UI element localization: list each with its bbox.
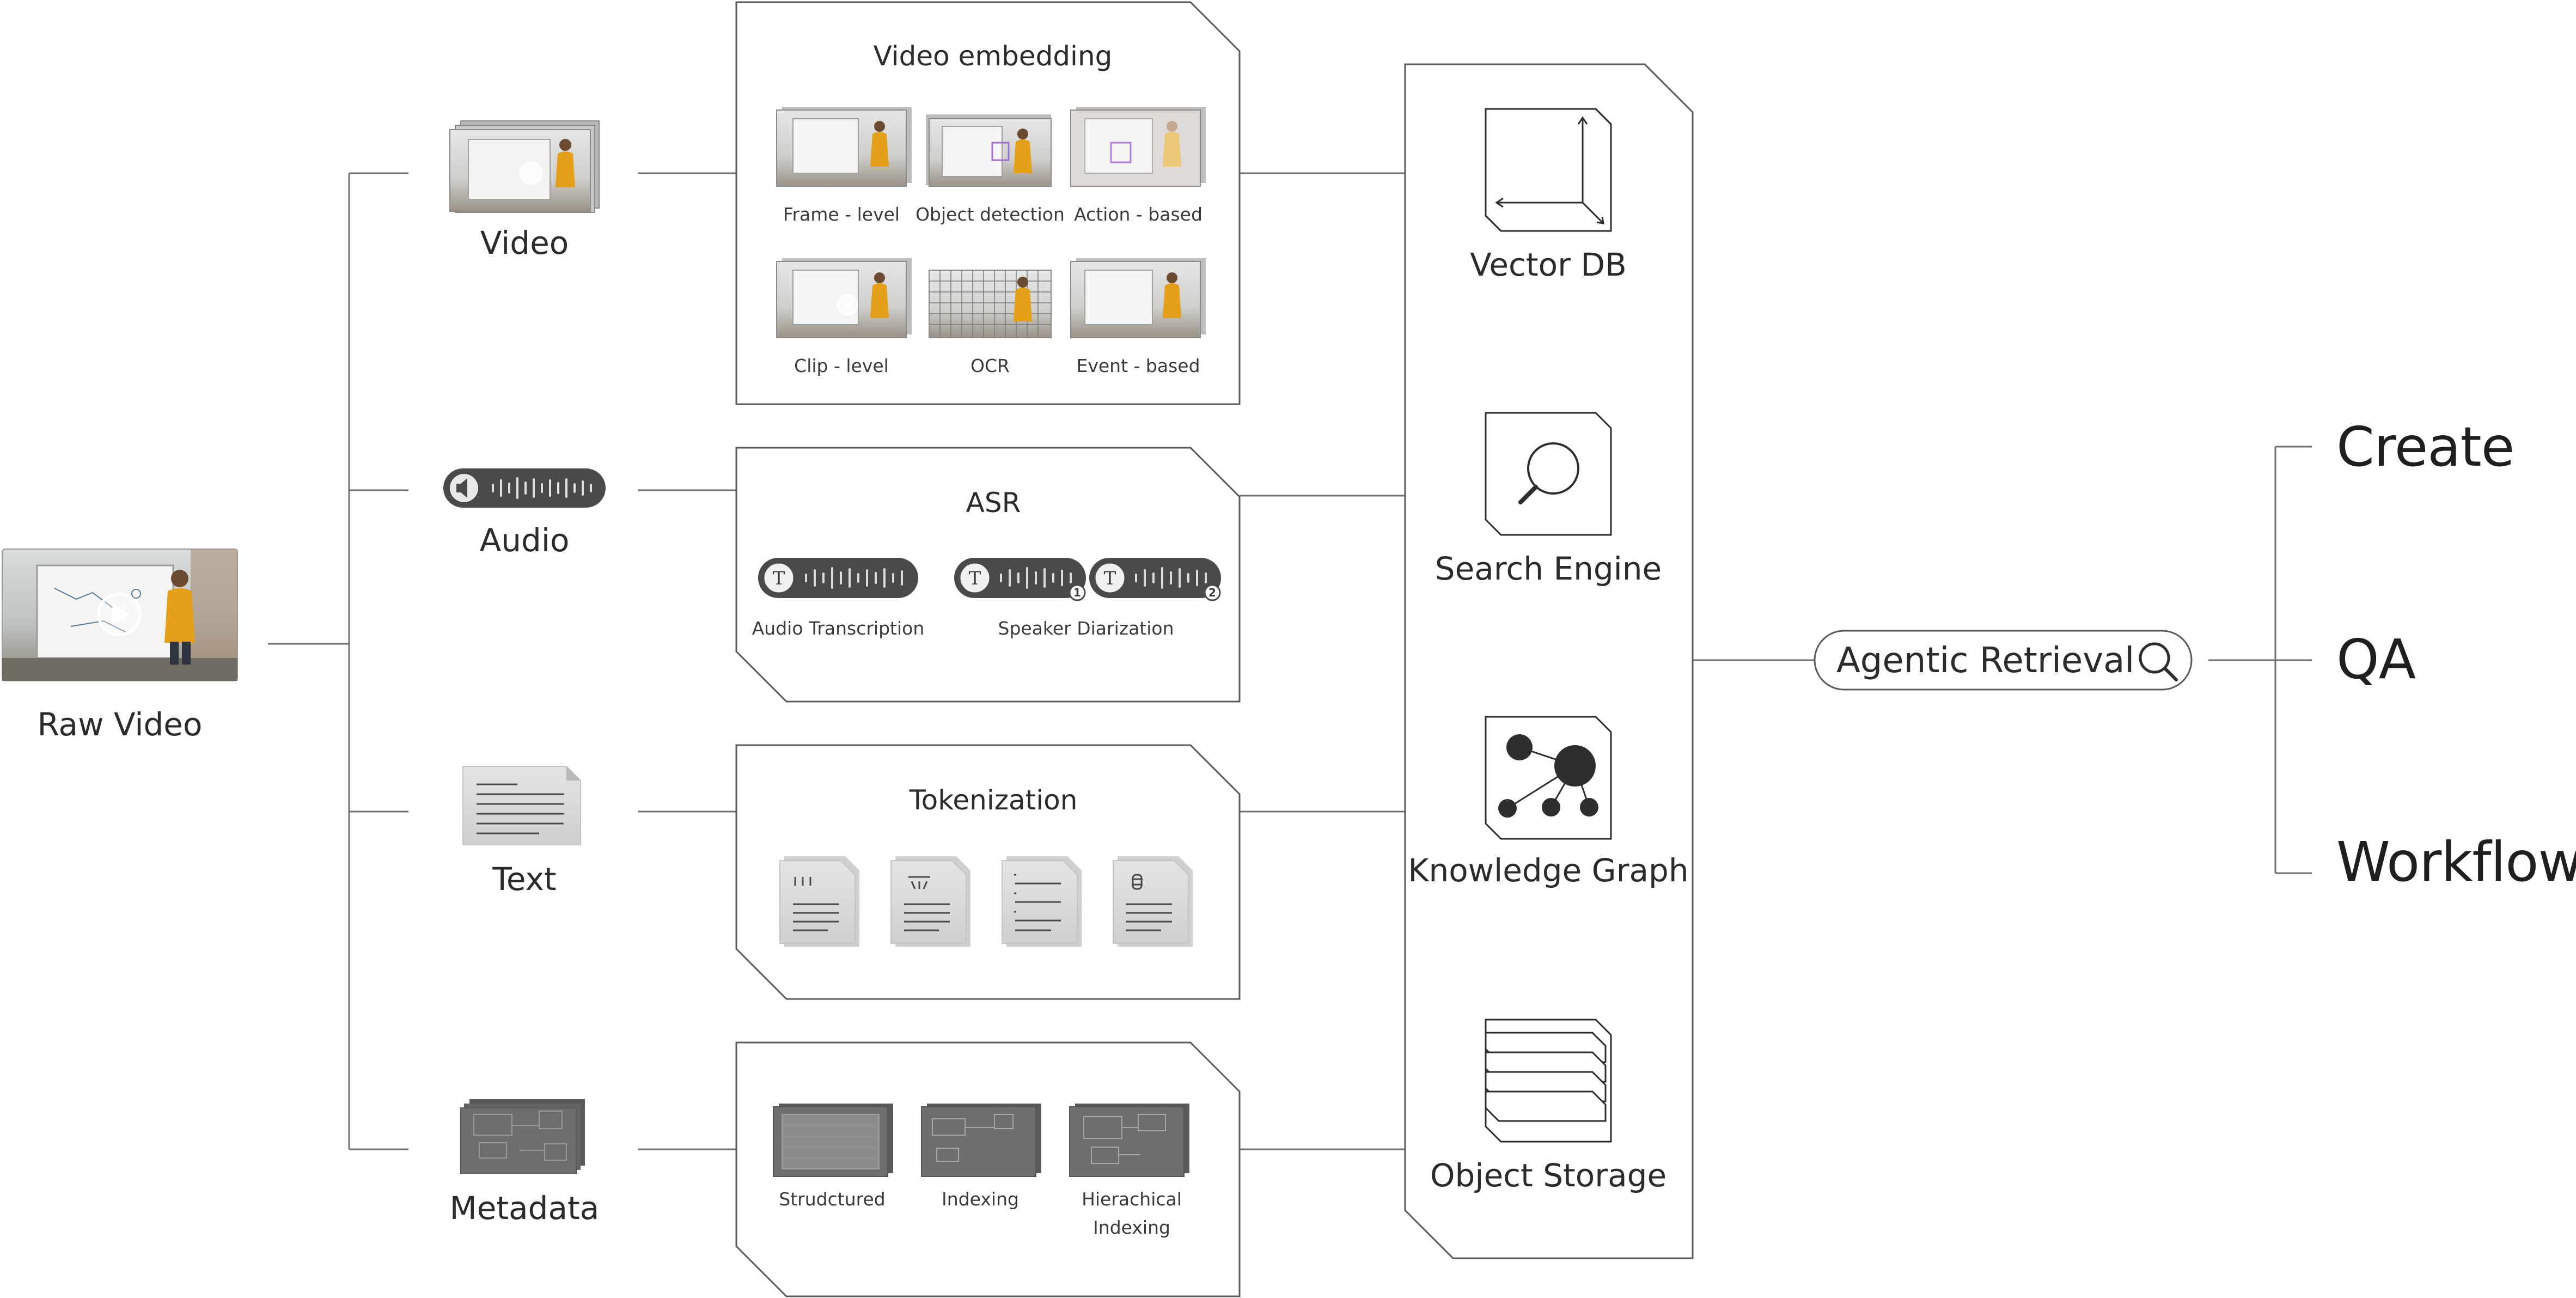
knowledge-graph-label: Knowledge Graph bbox=[1408, 852, 1689, 889]
audio-modality-icon bbox=[443, 468, 606, 508]
search-icon[interactable] bbox=[2139, 642, 2178, 681]
frame-level-label: Frame - level bbox=[783, 204, 900, 225]
video-label: Video bbox=[480, 224, 569, 261]
play-icon[interactable] bbox=[97, 592, 142, 637]
video-modality-icon bbox=[449, 120, 600, 213]
vector-db-label: Vector DB bbox=[1470, 246, 1627, 283]
text-modality-icon bbox=[462, 766, 581, 845]
output-qa: QA bbox=[2336, 627, 2416, 691]
clip-level-thumb bbox=[776, 258, 912, 338]
metadata-modality-icon bbox=[460, 1099, 585, 1174]
search-engine-label: Search Engine bbox=[1434, 550, 1662, 587]
clip-level-label: Clip - level bbox=[794, 355, 889, 376]
event-based-thumb bbox=[1070, 258, 1206, 338]
audio-transcription-label: Audio Transcription bbox=[752, 618, 925, 639]
object-detection-thumb bbox=[926, 114, 1052, 187]
token-doc-4 bbox=[1113, 856, 1193, 947]
token-doc-3 bbox=[1002, 856, 1082, 947]
svg-text:T: T bbox=[1104, 568, 1116, 589]
audio-label: Audio bbox=[479, 522, 570, 559]
action-based-thumb bbox=[1070, 107, 1206, 187]
hierarchical-label-line1: Hierachical bbox=[1082, 1189, 1182, 1210]
video-embedding-title: Video embedding bbox=[873, 40, 1113, 72]
hierarchical-label-line2: Indexing bbox=[1093, 1217, 1170, 1238]
structured-thumb bbox=[773, 1104, 893, 1177]
agentic-retrieval-pill[interactable] bbox=[1814, 630, 2193, 691]
vector-db-icon bbox=[1485, 108, 1612, 232]
event-based-label: Event - based bbox=[1076, 355, 1200, 376]
frame-level-thumb bbox=[776, 107, 912, 187]
speaker-2-number: 2 bbox=[1208, 586, 1216, 599]
token-doc-1 bbox=[779, 856, 859, 947]
speaker-diarization-label: Speaker Diarization bbox=[998, 618, 1174, 639]
raw-video-label: Raw Video bbox=[37, 706, 203, 743]
object-storage-icon bbox=[1485, 1019, 1612, 1143]
token-doc-2 bbox=[890, 856, 970, 947]
hierarchical-indexing-thumb bbox=[1069, 1104, 1189, 1177]
speaker-1-pill: T bbox=[954, 558, 1086, 601]
speaker-1-number: 1 bbox=[1073, 586, 1081, 599]
svg-text:T: T bbox=[773, 568, 785, 589]
connector-lines bbox=[268, 172, 2312, 1150]
knowledge-graph-icon bbox=[1485, 716, 1612, 840]
metadata-label: Metadata bbox=[449, 1190, 600, 1227]
object-storage-label: Object Storage bbox=[1430, 1157, 1667, 1194]
search-engine-icon bbox=[1485, 412, 1612, 536]
svg-text:T: T bbox=[969, 568, 981, 589]
tokenization-title: Tokenization bbox=[909, 784, 1078, 816]
indexing-label: Indexing bbox=[942, 1189, 1019, 1210]
waveform-icon bbox=[492, 477, 592, 499]
indexing-thumb bbox=[921, 1104, 1041, 1177]
speaker-2-pill: T bbox=[1089, 558, 1221, 601]
object-detection-label: Object detection bbox=[915, 204, 1065, 225]
audio-transcription-pill: T bbox=[758, 558, 918, 598]
structured-label: Strudctured bbox=[779, 1189, 886, 1210]
text-label: Text bbox=[492, 861, 557, 898]
action-based-label: Action - based bbox=[1074, 204, 1202, 225]
asr-title: ASR bbox=[966, 487, 1021, 519]
ocr-label: OCR bbox=[970, 355, 1010, 376]
output-create: Create bbox=[2336, 415, 2514, 479]
output-workflow: Workflow bbox=[2336, 830, 2576, 894]
storage-panel bbox=[1404, 63, 1694, 1259]
agentic-retrieval-label[interactable]: Agentic Retrieval bbox=[1836, 641, 2135, 681]
ocr-thumb bbox=[929, 270, 1052, 338]
video-embedding-thumbnails bbox=[776, 107, 1206, 338]
